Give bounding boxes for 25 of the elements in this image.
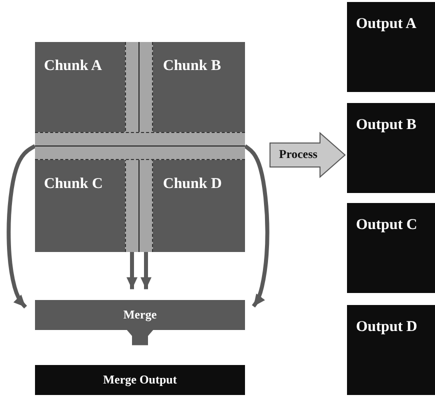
output-box: [347, 2, 435, 92]
chunk-label: Chunk D: [163, 176, 222, 193]
output-label: Merge Output: [103, 372, 177, 388]
arrow: [126, 252, 138, 290]
output-box: [347, 103, 435, 193]
curved-arrow: [244, 144, 270, 308]
curved-arrow: [6, 144, 36, 309]
output-label: Output B: [356, 117, 416, 134]
output-box: [347, 203, 435, 293]
merge-box: [35, 300, 245, 330]
chunk-box: [35, 160, 125, 252]
chunk-label: Chunk A: [44, 58, 102, 75]
merge-label: Merge: [123, 308, 157, 322]
chunk-label: Chunk C: [44, 176, 103, 193]
chunk-box: [153, 42, 245, 132]
output-label: Output D: [356, 319, 418, 336]
arrow: [140, 252, 152, 290]
chunk-box: [35, 42, 125, 132]
chunk-label: Chunk B: [163, 58, 221, 75]
output-box: [35, 365, 245, 395]
output-label: Output A: [356, 16, 416, 33]
overlap-band: [35, 132, 245, 160]
output-box: [347, 305, 435, 395]
chunk-box: [153, 160, 245, 252]
output-label: Output C: [356, 217, 418, 234]
